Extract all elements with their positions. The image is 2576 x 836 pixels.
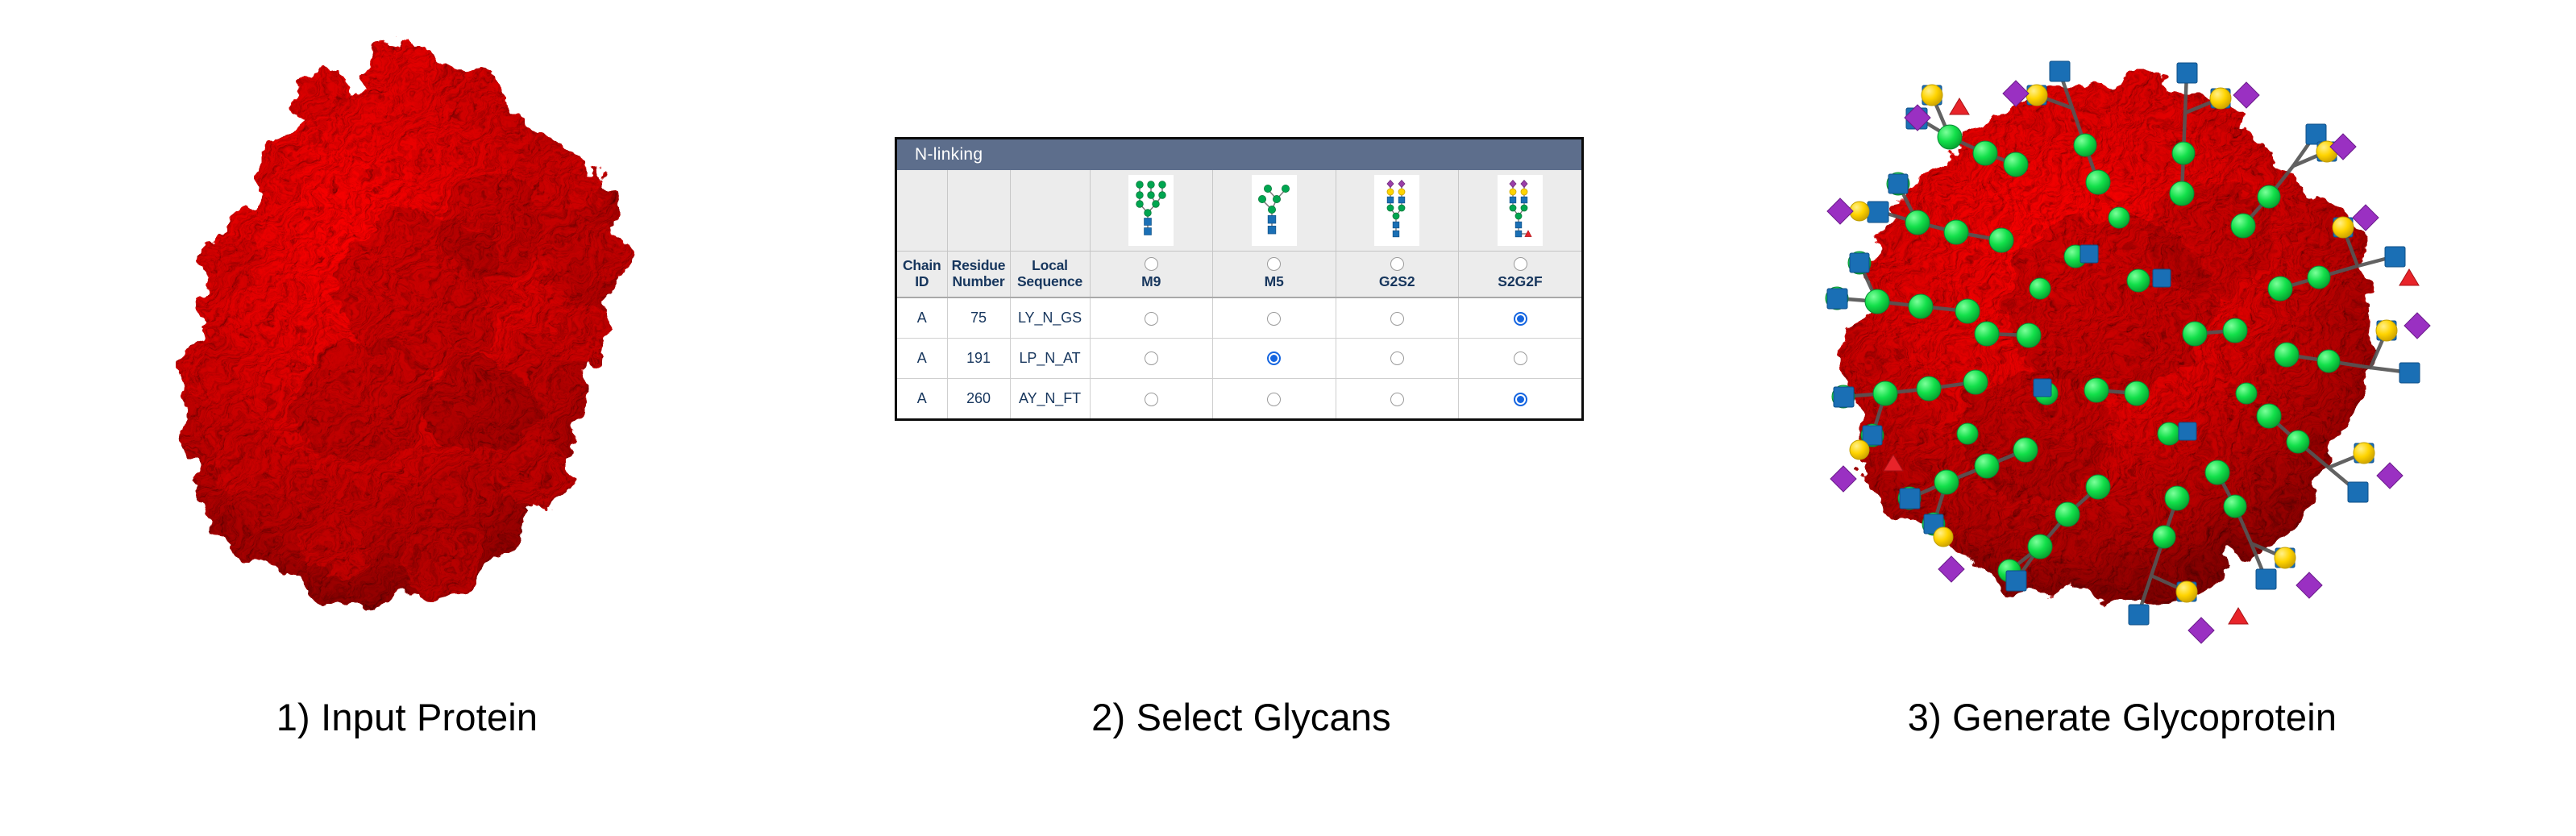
cell-glycan-choice-m5[interactable]	[1212, 297, 1336, 339]
glycan-radio-row260-s2g2f[interactable]	[1513, 392, 1527, 406]
glycan-structure-icon-s2g2f	[1498, 174, 1543, 246]
glycan-selection-table: Chain ID Residue Number Local Sequence	[897, 170, 1581, 418]
table-row: A 75 LY_N_GS	[897, 297, 1581, 339]
panel-caption-2: 2) Select Glycans	[1091, 696, 1391, 738]
cell-glycan-choice-m9[interactable]	[1090, 338, 1213, 379]
cell-residue-number: 260	[947, 378, 1011, 418]
glycan-radio-row260-m9[interactable]	[1144, 392, 1158, 406]
glycoprotein-viewport	[1668, 8, 2576, 669]
panel-generate-glycoprotein: 3) Generate Glycoprotein	[1668, 0, 2576, 836]
glycan-thumbnail-cell-m5	[1212, 170, 1336, 252]
cell-local-sequence: LP_N_AT	[1010, 338, 1091, 379]
glycan-radio-row260-g2s2[interactable]	[1390, 392, 1404, 406]
table-row: A 191 LP_N_AT	[897, 338, 1581, 379]
glycan-radio-row75-s2g2f[interactable]	[1513, 311, 1527, 326]
glycan-radio-row75-m9[interactable]	[1144, 311, 1158, 326]
select-all-radio-m9[interactable]	[1144, 257, 1158, 272]
glycan-structure-icon-m5	[1251, 174, 1297, 246]
column-header-g2s2: G2S2	[1336, 251, 1459, 298]
glycan-thumbnail-cell-s2g2f	[1458, 170, 1581, 252]
glycan-radio-row260-m5[interactable]	[1267, 392, 1282, 406]
glycan-thumbnail-cell-m9	[1090, 170, 1213, 252]
glycan-thumbnail-cell-g2s2	[1336, 170, 1459, 252]
column-header-chain-id-line2: ID	[915, 273, 929, 290]
column-header-m9: M9	[1090, 251, 1213, 298]
column-header-residue-number-line1: Residue	[951, 256, 1006, 273]
spacer-cell-sequence	[1010, 170, 1091, 252]
column-header-local-sequence-line1: Local	[1032, 256, 1068, 273]
glycan-radio-row191-s2g2f[interactable]	[1513, 351, 1527, 366]
cell-glycan-choice-m9[interactable]	[1090, 297, 1213, 339]
panel-select-glycans: N-linking	[814, 0, 1668, 836]
cell-glycan-choice-m5[interactable]	[1212, 338, 1336, 379]
column-header-label-g2s2: G2S2	[1378, 273, 1415, 290]
column-header-residue-number-line2: Number	[952, 273, 1005, 290]
cell-glycan-choice-m9[interactable]	[1090, 378, 1213, 418]
spacer-cell-residue	[947, 170, 1011, 252]
spacer-cell-chain	[897, 170, 948, 252]
cell-chain-id: A	[897, 297, 948, 339]
column-header-chain-id: Chain ID	[897, 251, 948, 298]
column-header-label-s2g2f: S2G2F	[1498, 273, 1543, 290]
glycan-radio-row191-m5[interactable]	[1267, 351, 1282, 366]
panel-title-n-linking: N-linking	[897, 139, 1581, 170]
cell-chain-id: A	[897, 338, 948, 379]
glycan-radio-row191-g2s2[interactable]	[1390, 351, 1404, 366]
glycan-structure-icon-m9	[1128, 174, 1174, 246]
cell-glycan-choice-g2s2[interactable]	[1336, 338, 1459, 379]
cell-glycan-choice-m5[interactable]	[1212, 378, 1336, 418]
select-all-radio-m5[interactable]	[1267, 257, 1282, 272]
cell-local-sequence: AY_N_FT	[1010, 378, 1091, 418]
cell-glycan-choice-g2s2[interactable]	[1336, 297, 1459, 339]
table-header-row: Chain ID Residue Number Local Sequence	[897, 251, 1581, 298]
panel-input-protein: 1) Input Protein	[0, 0, 814, 836]
column-header-label-m9: M9	[1141, 273, 1161, 290]
glycan-structure-icon-g2s2	[1374, 174, 1420, 246]
table-row: A 260 AY_N_FT	[897, 378, 1581, 418]
column-header-s2g2f: S2G2F	[1458, 251, 1581, 298]
glycan-radio-row75-g2s2[interactable]	[1390, 311, 1404, 326]
glycan-radio-row75-m5[interactable]	[1267, 311, 1282, 326]
cell-glycan-choice-s2g2f[interactable]	[1458, 338, 1581, 379]
column-header-m5: M5	[1212, 251, 1336, 298]
cell-residue-number: 75	[947, 297, 1011, 339]
cell-glycan-choice-s2g2f[interactable]	[1458, 378, 1581, 418]
glycan-structure-row	[897, 170, 1581, 252]
cell-local-sequence: LY_N_GS	[1010, 297, 1091, 339]
select-all-radio-g2s2[interactable]	[1390, 257, 1404, 272]
glycoprotein-surface-render	[1760, 15, 2485, 668]
glycan-radio-row191-m9[interactable]	[1144, 351, 1158, 366]
protein-viewport	[0, 8, 814, 669]
column-header-label-m5: M5	[1264, 273, 1284, 290]
cell-glycan-choice-g2s2[interactable]	[1336, 378, 1459, 418]
cell-chain-id: A	[897, 378, 948, 418]
select-all-radio-s2g2f[interactable]	[1513, 257, 1527, 272]
cell-glycan-choice-s2g2f[interactable]	[1458, 297, 1581, 339]
column-header-local-sequence: Local Sequence	[1010, 251, 1091, 298]
cell-residue-number: 191	[947, 338, 1011, 379]
protein-surface-render	[157, 23, 657, 659]
glycan-selection-panel: N-linking	[895, 137, 1584, 421]
fucose-triangle	[1524, 230, 1532, 237]
panel-caption-3: 3) Generate Glycoprotein	[1907, 696, 2337, 738]
column-header-local-sequence-line2: Sequence	[1016, 273, 1083, 290]
panel-caption-1: 1) Input Protein	[276, 696, 538, 738]
column-header-chain-id-line1: Chain	[902, 256, 941, 273]
column-header-residue-number: Residue Number	[947, 251, 1011, 298]
